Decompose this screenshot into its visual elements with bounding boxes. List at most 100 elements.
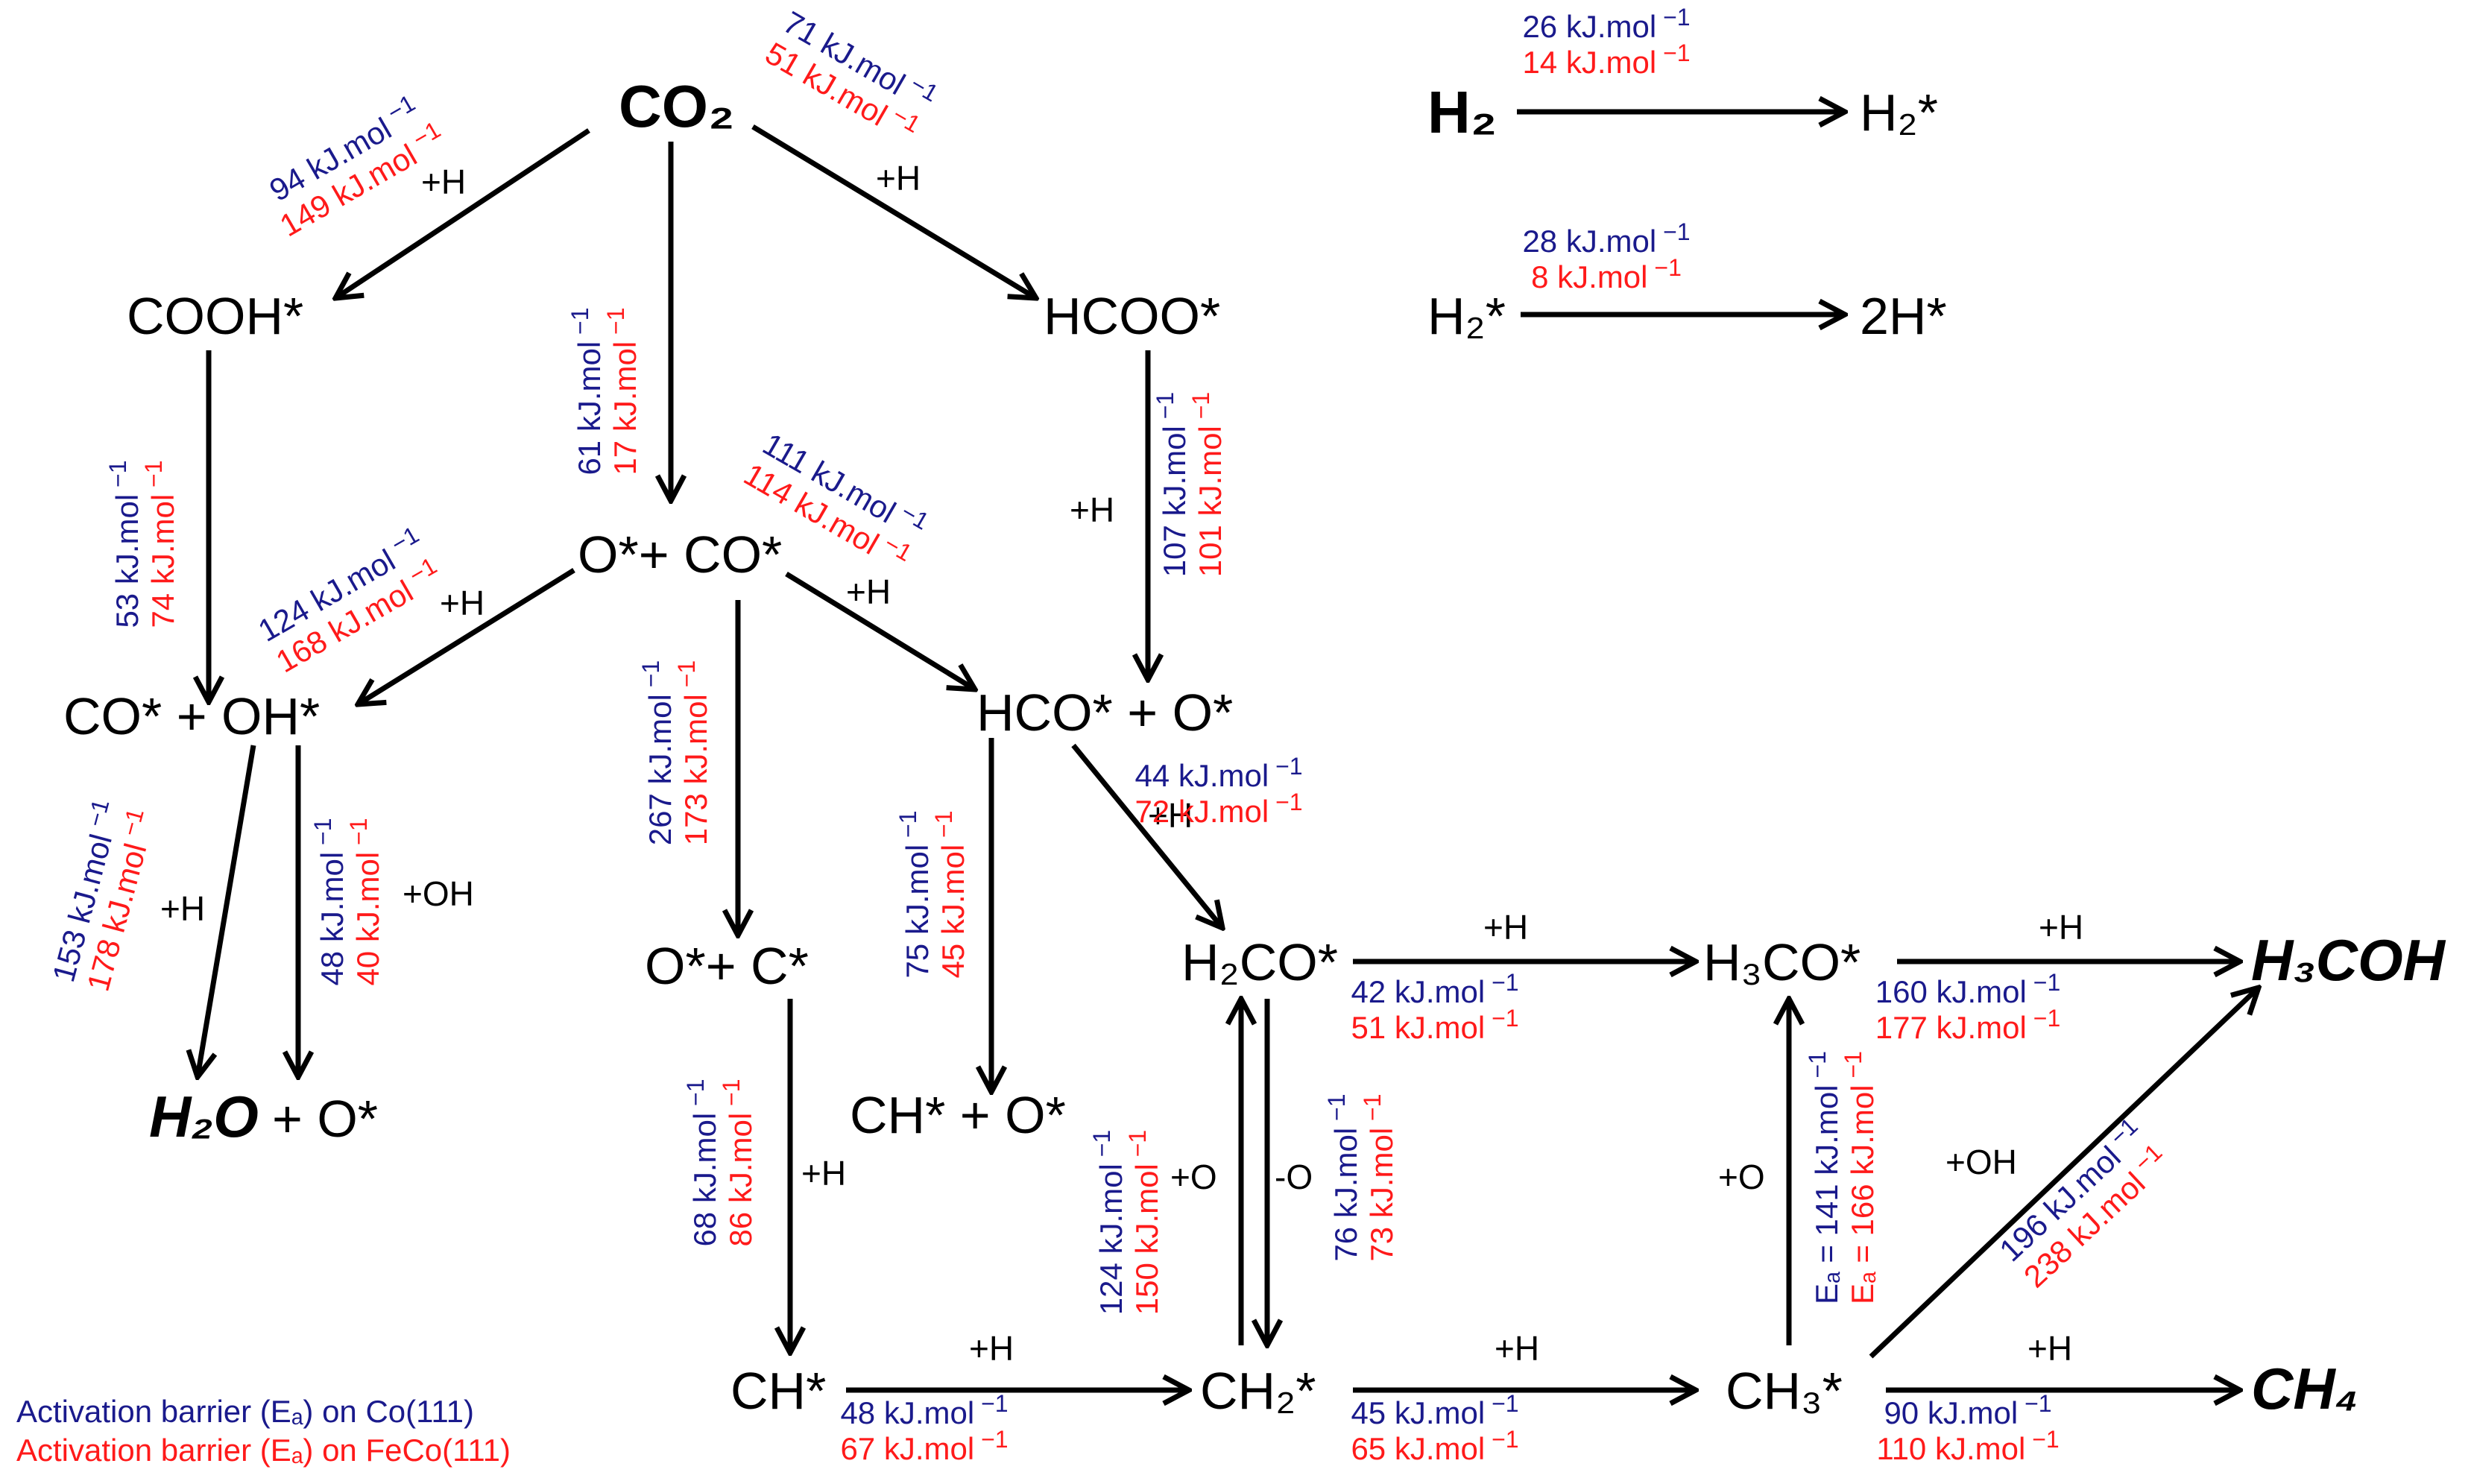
species-ch3: CH₃* xyxy=(1726,1362,1843,1420)
species-h2o: H₂O xyxy=(149,1084,259,1149)
barrier-h3co-h3coh-co111: 160 kJ.mol −1 xyxy=(1875,969,2060,1009)
barrier-ch2-h2co-co111: 124 kJ.mol −1 xyxy=(1088,1130,1129,1315)
barrier-ch-ch2: 48 kJ.mol −167 kJ.mol −1 xyxy=(840,1390,1008,1466)
cond-ch2-ch3: +H xyxy=(1495,1329,1539,1368)
barrier-cooh-oh: 48 kJ.mol −140 kJ.mol −1 xyxy=(309,818,385,985)
legend: Activation barrier (Eₐ) on Co(111) Activ… xyxy=(16,1394,511,1468)
arrow-ch3-to-h3coh xyxy=(1869,988,2259,1359)
barrier-ch-ch2-feco111: 67 kJ.mol −1 xyxy=(840,1426,1008,1466)
species-h2-adsorbed-left: H₂* xyxy=(1427,287,1506,345)
barrier-h2-diss-feco111: 8 kJ.mol −1 xyxy=(1531,254,1682,294)
barrier-ch3-h3co-feco111: Eₐ = 166 kJ.mol −1 xyxy=(1840,1051,1880,1304)
barrier-h2-ads: 26 kJ.mol −114 kJ.mol −1 xyxy=(1522,4,1690,80)
barrier-h2-ads-feco111: 14 kJ.mol −1 xyxy=(1522,40,1690,80)
barrier-oco-oc-co111: 267 kJ.mol −1 xyxy=(637,660,678,845)
barrier-co2-oco: 61 kJ.mol −117 kJ.mol −1 xyxy=(567,307,643,475)
barrier-hco-h2co-feco111: 72 kJ.mol −1 xyxy=(1134,789,1302,829)
cond-ch3-ch4: +H xyxy=(2027,1329,2072,1368)
barrier-hco-cho-co111: 75 kJ.mol −1 xyxy=(894,810,935,978)
cond-hcoo-hco: +H xyxy=(1070,490,1114,529)
cond-ch3-h3co: +O xyxy=(1718,1158,1765,1196)
barrier-cooh-prod-feco111: 74 kJ.mol −1 xyxy=(140,460,180,628)
barrier-oc-ch: 68 kJ.mol −186 kJ.mol −1 xyxy=(682,1079,758,1246)
barrier-hcoo-prod-feco111: 101 kJ.mol −1 xyxy=(1187,392,1228,577)
legend-feco111: Activation barrier (Eₐ) on FeCo(111) xyxy=(16,1433,511,1468)
barrier-oc-ch-co111: 68 kJ.mol −1 xyxy=(682,1079,722,1246)
cond-co2-cooh: +H xyxy=(421,162,466,201)
species-o-co: O*+ CO* xyxy=(578,525,782,584)
cond-h2co-h3co: +H xyxy=(1483,908,1528,947)
arrows xyxy=(198,112,2259,1390)
arrow-hco-to-h2co xyxy=(1071,743,1222,928)
barrier-h2co-ch2: 76 kJ.mol −173 kJ.mol −1 xyxy=(1323,1093,1399,1261)
cond-h2co-ch2: -O xyxy=(1275,1158,1313,1196)
cond-ch-ch2: +H xyxy=(969,1329,1014,1368)
barrier-h3co-h3coh-feco111: 177 kJ.mol −1 xyxy=(1875,1005,2060,1045)
species-cooh: COOH* xyxy=(127,287,303,345)
species-h2co: H₂CO* xyxy=(1181,933,1338,991)
arrow-co2-to-cooh xyxy=(335,128,590,298)
cond-oco-cooh: +H xyxy=(440,584,485,622)
legend-co111: Activation barrier (Eₐ) on Co(111) xyxy=(16,1394,474,1429)
species-h3coh: H₃COH xyxy=(2251,927,2446,993)
barrier-co2-oco-feco111: 17 kJ.mol −1 xyxy=(602,307,643,475)
species-hcoo: HCOO* xyxy=(1044,287,1220,345)
cond-h3co-h3coh: +H xyxy=(2039,908,2083,947)
barrier-hco-cho-feco111: 45 kJ.mol −1 xyxy=(930,810,971,978)
arrow-o-co-to-co-oh xyxy=(358,568,575,704)
species-co-oh: CO* + OH* xyxy=(63,687,320,745)
species-ch2: CH₂* xyxy=(1200,1362,1316,1420)
barrier-cooh-prod-co111: 53 kJ.mol −1 xyxy=(104,460,145,628)
species-h2-adsorbed-top: H₂* xyxy=(1860,83,1938,142)
species-hco-o: HCO* + O* xyxy=(976,683,1233,742)
barrier-ch2-ch3-feco111: 65 kJ.mol −1 xyxy=(1351,1426,1518,1466)
barrier-co2-oco-co111: 61 kJ.mol −1 xyxy=(567,307,607,475)
species-h3co: H₃CO* xyxy=(1703,933,1861,991)
barrier-ch3-h3co-co111: Eₐ = 141 kJ.mol −1 xyxy=(1804,1051,1844,1304)
species-ch: CH* xyxy=(730,1362,826,1420)
arrow-co2-to-hcoo xyxy=(751,124,1036,298)
species-h2o-o: + O* xyxy=(272,1090,378,1148)
cond-cooh-h2o: +H xyxy=(160,889,205,928)
barrier-oco-oc-feco111: 173 kJ.mol −1 xyxy=(673,660,713,845)
barrier-ch3-ch4-feco111: 110 kJ.mol −1 xyxy=(1876,1426,2059,1466)
barrier-ch2-ch3-co111: 45 kJ.mol −1 xyxy=(1351,1390,1518,1430)
barrier-cooh-oh-feco111: 40 kJ.mol −1 xyxy=(345,818,385,985)
barrier-h2co-h3co-co111: 42 kJ.mol −1 xyxy=(1351,969,1518,1009)
barrier-hcoo-prod-co111: 107 kJ.mol −1 xyxy=(1152,392,1192,577)
cond-oc-ch: +H xyxy=(801,1154,846,1193)
barrier-hco-cho: 75 kJ.mol −145 kJ.mol −1 xyxy=(894,810,971,978)
species-co2: CO₂ xyxy=(619,73,735,139)
cond-co2-hcoo: +H xyxy=(876,159,921,198)
cond-ch3-h3coh: +OH xyxy=(1945,1143,2017,1181)
barrier-ch-ch2-co111: 48 kJ.mol −1 xyxy=(840,1390,1008,1430)
barrier-hco-h2co: 44 kJ.mol −172 kJ.mol −1 xyxy=(1134,753,1302,829)
species-labels: CO₂ H₂ H₂* H₂* 2H* COOH* HCOO* O*+ CO* C… xyxy=(63,73,2446,1421)
barrier-oc-ch-feco111: 86 kJ.mol −1 xyxy=(718,1079,758,1246)
cond-cooh-oh: +OH xyxy=(403,874,474,913)
arrow-co-oh-to-h2o xyxy=(198,745,256,1077)
species-ch-o: CH* + O* xyxy=(850,1086,1066,1144)
barrier-h2co-ch2-feco111: 73 kJ.mol −1 xyxy=(1359,1093,1399,1261)
cond-ch2-h2co: +O xyxy=(1170,1158,1217,1196)
barrier-h2co-h3co-feco111: 51 kJ.mol −1 xyxy=(1351,1005,1518,1045)
cond-oco-hco: +H xyxy=(846,572,891,611)
barrier-h2-ads-co111: 26 kJ.mol −1 xyxy=(1522,4,1690,44)
barrier-ch2-ch3: 45 kJ.mol −165 kJ.mol −1 xyxy=(1351,1390,1518,1466)
barrier-h2co-ch2-co111: 76 kJ.mol −1 xyxy=(1323,1093,1363,1261)
barrier-cooh-prod: 53 kJ.mol −174 kJ.mol −1 xyxy=(104,460,180,628)
barrier-h2-diss-co111: 28 kJ.mol −1 xyxy=(1522,218,1690,259)
barrier-ch2-h2co-feco111: 150 kJ.mol −1 xyxy=(1124,1130,1164,1315)
barrier-ch3-h3co: Eₐ = 141 kJ.mol −1Eₐ = 166 kJ.mol −1 xyxy=(1804,1051,1880,1304)
barrier-h2co-h3co: 42 kJ.mol −151 kJ.mol −1 xyxy=(1351,969,1518,1045)
barrier-hco-h2co-co111: 44 kJ.mol −1 xyxy=(1134,753,1302,793)
arrow-o-co-to-hco-o xyxy=(785,572,975,689)
barrier-h2-diss: 28 kJ.mol −18 kJ.mol −1 xyxy=(1522,218,1690,294)
